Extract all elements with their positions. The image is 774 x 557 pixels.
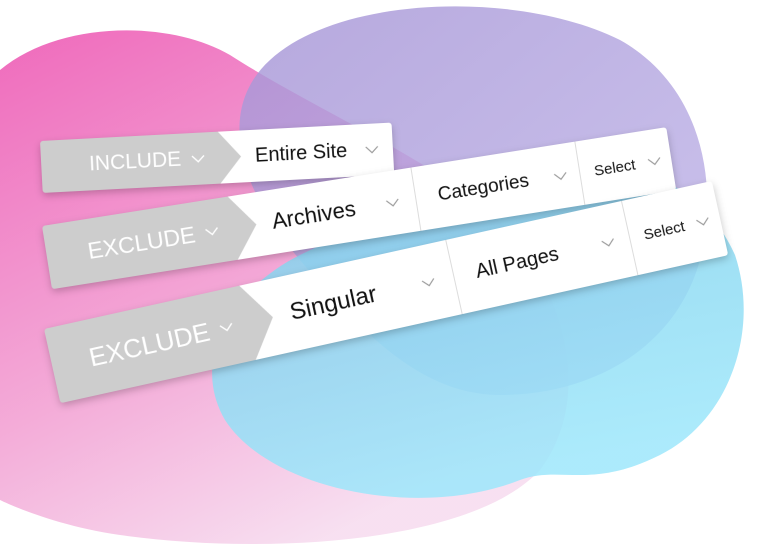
select-value: Archives <box>270 195 358 234</box>
select-value: Select <box>642 217 687 244</box>
sub-location-select[interactable]: Categories <box>411 141 586 231</box>
rule-row-exclude-singular: EXCLUDE Singular All Pages Select <box>44 180 729 404</box>
mode-arrow <box>217 130 243 184</box>
sub-location-select[interactable]: All Pages <box>446 200 639 315</box>
mode-label: EXCLUDE <box>86 316 213 372</box>
item-select[interactable]: Select <box>621 180 729 276</box>
location-select[interactable]: Entire Site <box>239 122 395 183</box>
location-select[interactable]: Archives <box>251 167 422 257</box>
mode-dropdown[interactable]: EXCLUDE <box>42 196 238 290</box>
location-select[interactable]: Singular <box>264 239 463 355</box>
rule-row-include: INCLUDE Entire Site <box>40 122 395 193</box>
rule-row-exclude-archives: EXCLUDE Archives Categories Select <box>42 127 677 290</box>
chevron-down-icon <box>696 217 709 226</box>
chevron-down-icon <box>421 278 435 287</box>
chevron-down-icon <box>205 227 218 236</box>
mode-label: INCLUDE <box>88 147 182 176</box>
select-value: Select <box>592 156 637 180</box>
select-value: Singular <box>287 280 380 326</box>
select-value: Entire Site <box>254 139 348 167</box>
mode-dropdown[interactable]: INCLUDE <box>40 131 221 193</box>
chevron-down-icon <box>365 145 379 154</box>
chevron-down-icon <box>601 238 614 247</box>
chevron-down-icon <box>553 172 567 181</box>
select-value: All Pages <box>473 242 561 283</box>
select-value: Categories <box>436 170 531 206</box>
item-select[interactable]: Select <box>575 127 677 205</box>
chevron-down-icon <box>191 154 205 163</box>
chevron-down-icon <box>385 198 399 207</box>
chevron-down-icon <box>647 157 661 166</box>
mode-label: EXCLUDE <box>85 220 198 264</box>
mode-dropdown[interactable]: EXCLUDE <box>44 285 256 404</box>
chevron-down-icon <box>219 322 233 332</box>
